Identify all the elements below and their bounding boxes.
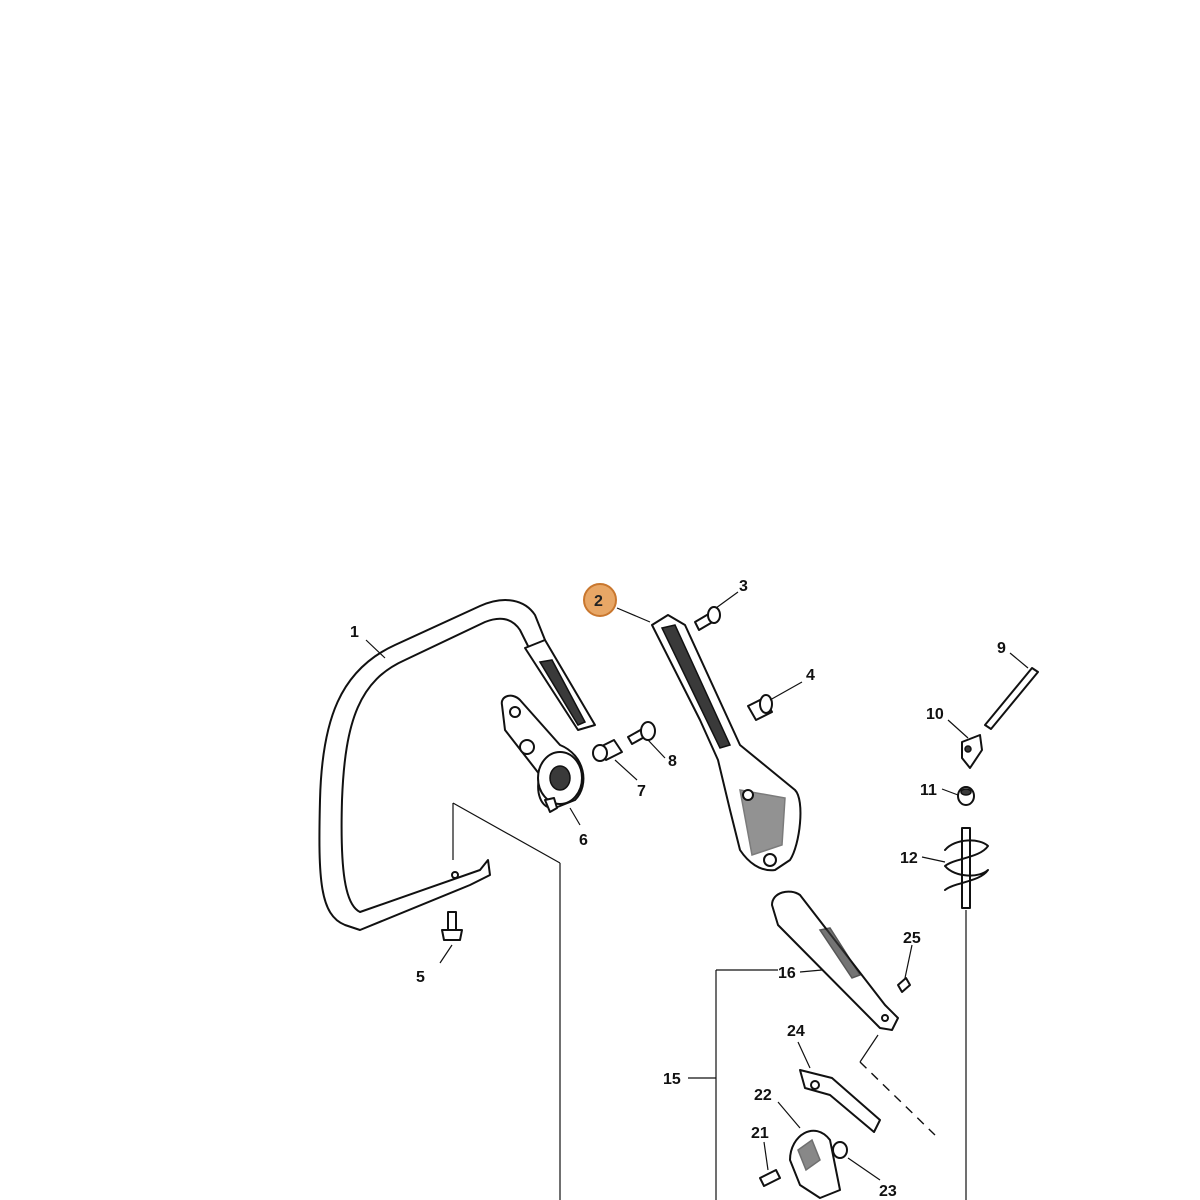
part-2-lever[interactable] (651, 614, 802, 872)
callout-24[interactable]: 24 (787, 1023, 805, 1040)
callout-1[interactable]: 1 (350, 624, 359, 641)
callout-2[interactable]: 2 (594, 593, 603, 610)
part-16-hand-guard[interactable] (771, 890, 899, 1031)
part-7-sleeve[interactable] (592, 739, 623, 762)
part-10-lever[interactable] (961, 734, 983, 769)
callout-3[interactable]: 3 (739, 578, 748, 595)
part-8-screw[interactable] (627, 721, 656, 745)
callout-10[interactable]: 10 (926, 706, 944, 723)
part-22-cover[interactable] (789, 1129, 841, 1199)
leader-lines (365, 591, 1029, 1200)
part-25-screw[interactable] (897, 977, 911, 993)
callout-labels: 1 2 3 4 5 6 7 8 9 10 11 12 15 16 21 22 2… (350, 578, 1006, 1200)
part-1-front-handle[interactable] (318, 599, 596, 931)
callout-5[interactable]: 5 (416, 969, 425, 986)
part-21-pin[interactable] (759, 1169, 781, 1187)
callout-11[interactable]: 11 (920, 782, 937, 799)
callout-23[interactable]: 23 (879, 1183, 897, 1200)
part-24-lever[interactable] (799, 1069, 881, 1133)
callout-22[interactable]: 22 (754, 1087, 772, 1104)
part-6-bracket[interactable] (500, 694, 585, 813)
callout-7[interactable]: 7 (637, 783, 646, 800)
callout-6[interactable]: 6 (579, 832, 588, 849)
callout-4[interactable]: 4 (806, 667, 815, 684)
callout-12[interactable]: 12 (900, 850, 918, 867)
part-9-rod[interactable] (984, 667, 1039, 730)
callout-16[interactable]: 16 (778, 965, 796, 982)
part-12-spring[interactable] (944, 827, 989, 909)
callout-8[interactable]: 8 (668, 753, 677, 770)
callout-25[interactable]: 25 (903, 930, 921, 947)
part-5-screw[interactable] (441, 911, 463, 941)
callout-15[interactable]: 15 (663, 1071, 681, 1088)
highlight-badge[interactable] (583, 583, 617, 617)
part-3-screw[interactable] (694, 606, 721, 631)
part-11-nut[interactable] (957, 786, 975, 806)
callout-21[interactable]: 21 (751, 1125, 769, 1142)
callout-9[interactable]: 9 (997, 640, 1006, 657)
part-4-bushing[interactable] (747, 694, 773, 721)
part-23-nut[interactable] (832, 1141, 848, 1159)
